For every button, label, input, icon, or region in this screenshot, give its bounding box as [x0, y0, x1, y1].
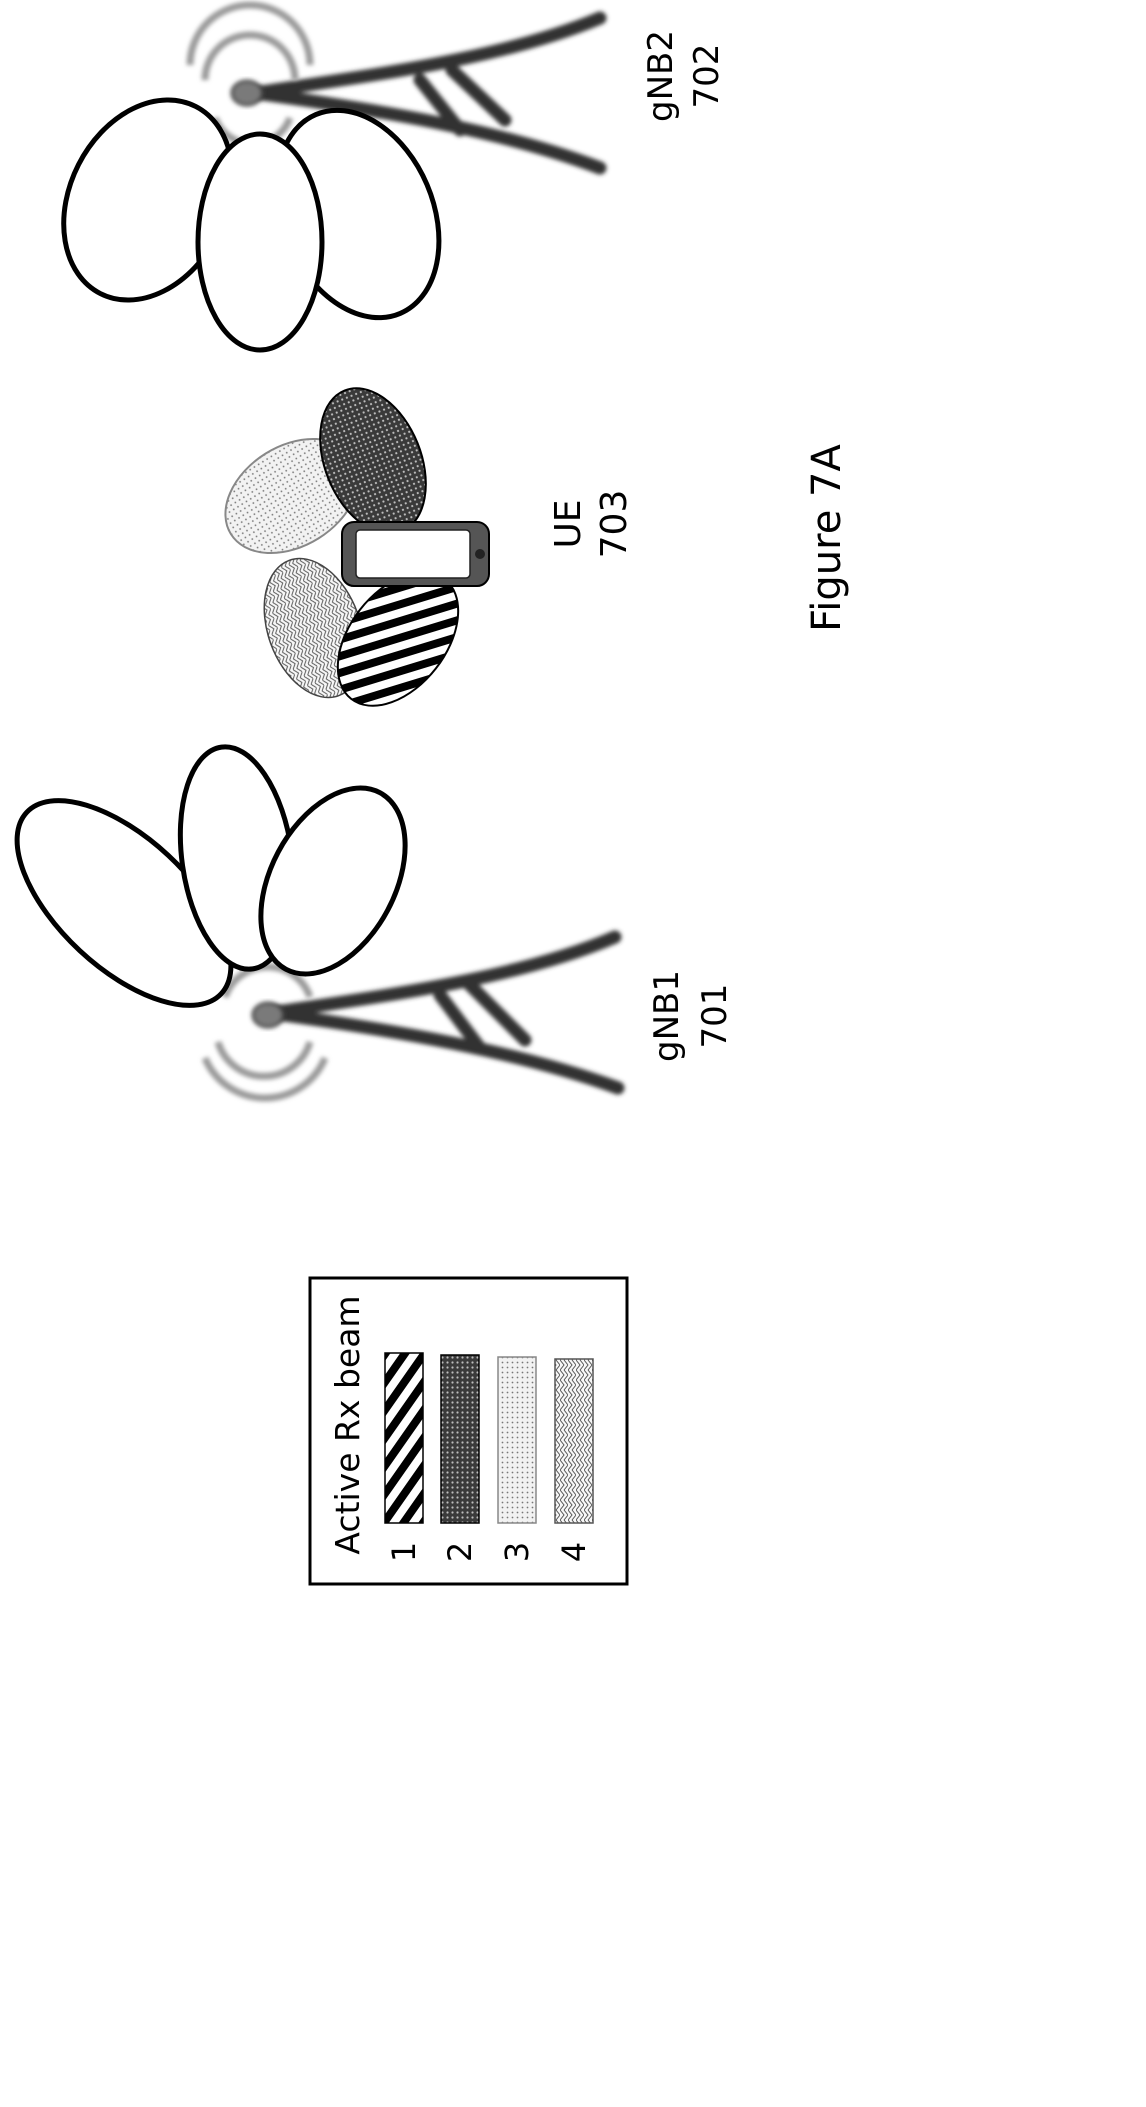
legend-swatch-3	[498, 1357, 536, 1523]
ue-phone-icon	[342, 522, 489, 586]
ue-ref: 703	[594, 490, 635, 559]
legend-swatch-2	[441, 1355, 479, 1523]
ue-group: UE 703	[204, 373, 635, 729]
legend-swatch-4	[555, 1359, 593, 1523]
legend-box: Active Rx beam 1 2 3 4	[310, 1278, 627, 1584]
ue-name: UE	[548, 499, 589, 548]
gnb2-ref: 702	[687, 44, 727, 109]
legend-label-1: 1	[385, 1542, 423, 1562]
gnb2-group: gNB2 702	[31, 5, 727, 350]
gnb1-group: gNB1 701	[0, 739, 735, 1098]
gnb1-antenna-icon	[253, 1003, 283, 1027]
legend-swatch-1	[385, 1353, 423, 1523]
gnb2-beam-2	[198, 134, 322, 350]
legend-label-4: 4	[555, 1542, 593, 1562]
gnb1-name: gNB1	[647, 970, 687, 1062]
gnb2-name: gNB2	[641, 30, 681, 122]
legend-label-3: 3	[498, 1542, 536, 1562]
gnb1-ref: 701	[695, 984, 735, 1049]
gnb2-antenna-icon	[232, 81, 262, 105]
legend-label-2: 2	[441, 1542, 479, 1562]
figure-caption: Figure 7A	[804, 444, 850, 632]
legend-title: Active Rx beam	[328, 1295, 367, 1554]
